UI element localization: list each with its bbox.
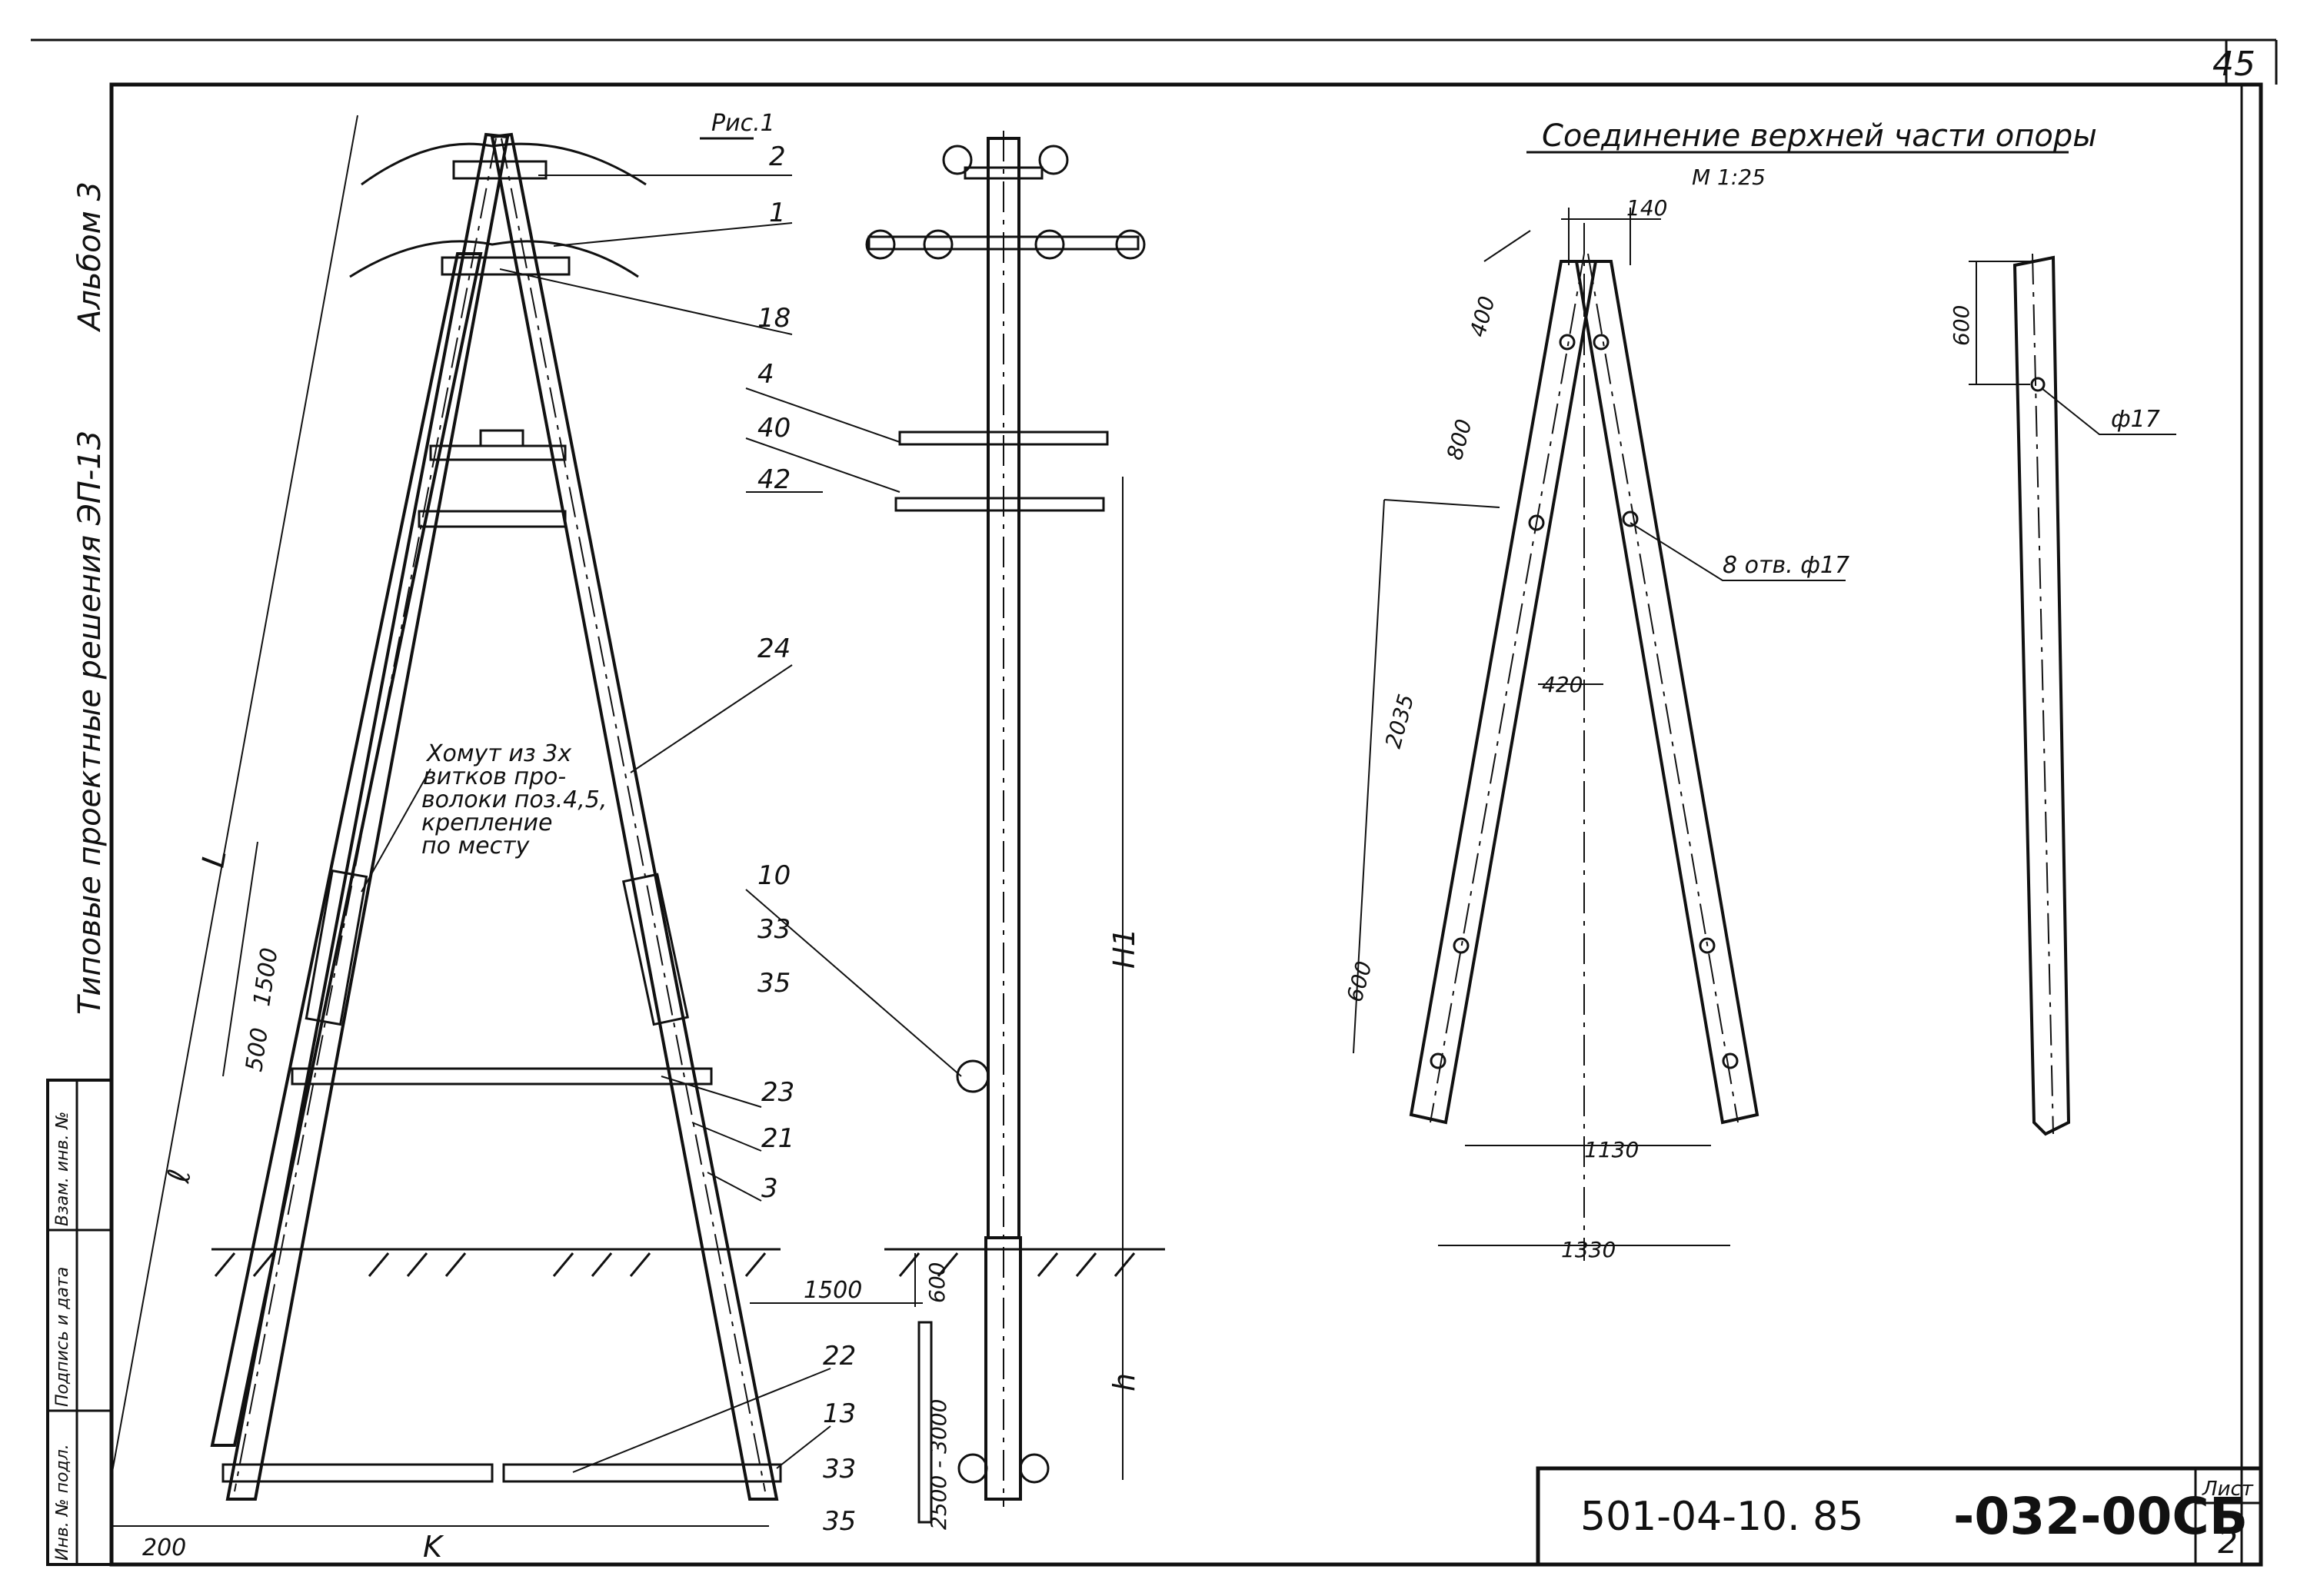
a-frame-pole [210,132,1165,1501]
album-label: Альбом 3 [72,181,108,333]
sheet-num: 2 [2218,1525,2237,1561]
note-line-2: витков про- [423,763,566,790]
sheet-frame [31,38,2278,1567]
callout-1: 1 [769,198,786,228]
detail-scale: М 1:25 [1692,165,1766,190]
detail-title: Соединение верхней части опоры [1542,118,2097,154]
fig1-callouts: Рис.1 2 1 18 4 40 42 24 10 33 35 23 21 3… [499,110,962,1537]
holes-note: 8 отв. ф17 [1723,552,1849,579]
clamp-note: Хомут из 3х витков про- волоки поз.4,5, … [361,740,607,893]
callout-35b: 35 [823,1506,856,1537]
ground-hatch [214,1252,1136,1277]
callout-18: 18 [757,303,791,334]
dim-2500: 2500 - 3000 [926,1399,951,1530]
callout-40: 40 [757,413,791,444]
stamp-replace: Взам. инв. № [53,1112,72,1226]
dim-140: 140 [1626,195,1667,221]
drawing-code: -032-00СБ [1953,1487,2248,1546]
dim-2035: 2035 [1380,691,1419,750]
dim-600-detail: 600 [1342,959,1377,1005]
callout-42: 42 [757,464,791,495]
series-label: Типовые проектные решения ЭП-13 [72,431,108,1015]
dim-L: L [196,847,234,870]
dim-500: 500 [241,1026,274,1074]
dim-K: K [423,1530,444,1564]
dim-1330: 1330 [1561,1237,1616,1262]
doc-number: 501-04-10. 85 [1580,1494,1863,1540]
dim-1500: 1500 [248,946,283,1008]
dim-H1: H1 [1107,928,1141,969]
page-number: 45 [2212,45,2255,84]
dim-600-pole: 600 [1949,305,1974,346]
callout-10: 10 [757,860,791,891]
dim-420: 420 [1542,672,1583,697]
dim-h: h [1107,1373,1141,1392]
detail-dims: 140 400 800 2035 600 420 1130 1330 8 отв… [1342,195,1849,1262]
callout-13: 13 [823,1398,856,1429]
callout-23: 23 [761,1077,794,1108]
dim-1130: 1130 [1584,1137,1639,1162]
dim-200: 200 [142,1534,186,1561]
stamp-signature: Подпись и дата [53,1267,72,1407]
callout-21: 21 [761,1123,794,1154]
sheet-label: Лист [2202,1478,2254,1501]
note-line-4: крепление [421,810,552,836]
dim-600: 600 [924,1262,950,1303]
callout-3: 3 [761,1173,778,1204]
dim-400: 400 [1465,294,1500,340]
callout-33: 33 [757,914,791,945]
callout-2: 2 [769,141,786,172]
callout-24: 24 [757,633,791,664]
callout-4: 4 [757,359,774,390]
dim-l: ℓ [161,1166,198,1185]
note-line-1: Хомут из 3х [425,740,571,767]
note-line-5: по месту [421,833,531,860]
dim-800: 800 [1442,417,1477,463]
pole-end-detail: 600 ф17 [1949,253,2176,1136]
detail-joint [1353,208,1846,1261]
hole-note: ф17 [2111,406,2160,433]
callout-33b: 33 [823,1454,856,1485]
dim-1500b: 1500 [804,1277,862,1304]
fig1-title: Рис.1 [711,110,775,137]
stamp-inv: Инв. № подл. [53,1444,72,1561]
callout-22: 22 [823,1341,856,1372]
note-line-3: волоки поз.4,5, [421,786,607,813]
side-pole-view [865,131,1146,1524]
callout-35: 35 [757,968,791,999]
